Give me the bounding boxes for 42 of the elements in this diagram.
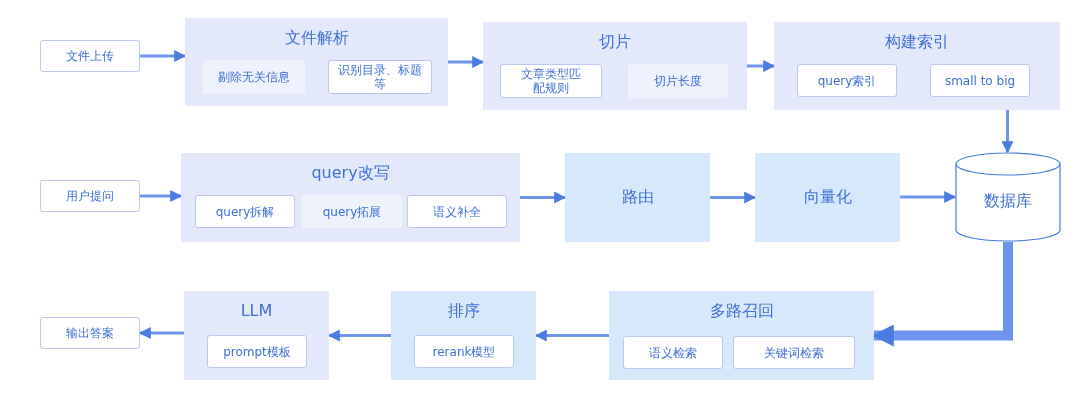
step-box: query索引 xyxy=(797,64,897,97)
step-box: 识别目录、标题等 xyxy=(328,60,432,94)
arrow xyxy=(900,191,957,203)
step-box: 文章类型匹配规则 xyxy=(500,64,602,98)
input-output-box: 用户提问 xyxy=(40,180,140,212)
group-title: 多路召回 xyxy=(709,301,774,321)
arrow xyxy=(138,327,184,339)
process-box: 向量化 xyxy=(755,153,900,242)
step-box: 语义补全 xyxy=(407,195,507,228)
group-title: LLM xyxy=(240,301,273,321)
arrow xyxy=(747,60,776,72)
group-panel xyxy=(483,22,747,110)
arrow xyxy=(140,190,183,202)
group-title: 排序 xyxy=(447,301,480,321)
arrow xyxy=(448,56,485,68)
group-panel xyxy=(185,18,448,106)
step-box: 语义检索 xyxy=(623,336,723,369)
input-output-box: 文件上传 xyxy=(40,40,140,72)
group-panel xyxy=(181,153,520,242)
arrow xyxy=(140,50,187,62)
group-panel xyxy=(774,22,1060,110)
step-box: prompt模板 xyxy=(207,335,307,368)
group-panel xyxy=(184,291,329,380)
step-box: 切片长度 xyxy=(628,64,728,98)
group-title: query改写 xyxy=(311,163,390,183)
group-panel xyxy=(609,291,874,380)
step-box: query拆解 xyxy=(195,195,295,228)
arrow xyxy=(710,191,757,204)
group-panel xyxy=(391,291,536,380)
group-title: 构建索引 xyxy=(885,32,949,52)
database-label: 数据库 xyxy=(984,190,1032,212)
group-title: 切片 xyxy=(599,32,631,52)
group-title: 文件解析 xyxy=(284,28,349,48)
process-box: 路由 xyxy=(565,153,710,242)
step-box: 关键词检索 xyxy=(733,336,855,369)
arrow xyxy=(520,191,567,204)
arrow xyxy=(1001,110,1014,154)
input-output-box: 输出答案 xyxy=(40,317,140,349)
step-box: rerank模型 xyxy=(414,335,514,368)
step-box: small to big xyxy=(930,64,1030,97)
step-box: query拓展 xyxy=(302,195,402,228)
step-box: 剔除无关信息 xyxy=(203,60,305,94)
